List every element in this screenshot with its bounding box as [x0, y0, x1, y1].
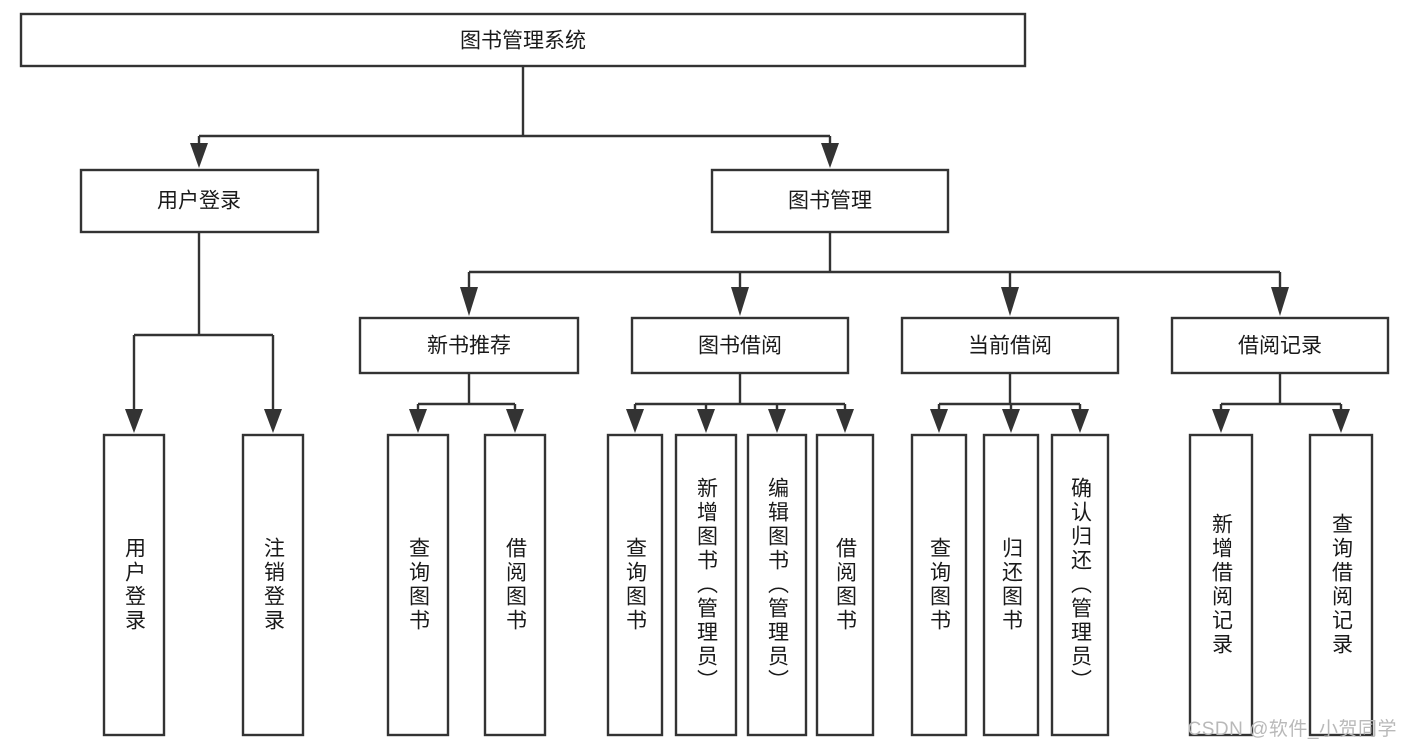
node-leaf-query-book-1-box[interactable] — [386, 433, 450, 737]
arrow-head-leaf-query-book-3 — [930, 409, 948, 433]
arrow-head-user-login — [190, 143, 208, 168]
watermark-text: CSDN @软件_小贺同学 — [1187, 719, 1397, 740]
arrow-head-book-manage — [821, 143, 839, 168]
arrow-head-leaf-add-record — [1212, 409, 1230, 433]
node-current-borrow[interactable]: 当前借阅 — [900, 316, 1120, 375]
node-book-manage-label: 图书管理 — [788, 190, 872, 213]
node-user-login[interactable]: 用户登录 — [79, 168, 320, 234]
connector-group-book-borrow — [626, 373, 854, 433]
arrow-head-leaf-confirm-return — [1071, 409, 1089, 433]
node-new-book-rec-label: 新书推荐 — [427, 335, 511, 358]
arrow-head-new-book-rec — [460, 287, 478, 316]
node-root-box[interactable] — [19, 12, 1027, 68]
arrow-head-leaf-edit-book — [768, 409, 786, 433]
node-root[interactable]: 图书管理系统 — [19, 12, 1027, 68]
connector-group-user-login — [125, 232, 282, 433]
node-leaf-user-login-box[interactable] — [102, 433, 166, 737]
node-leaf-query-record-box[interactable] — [1308, 433, 1374, 737]
node-leaf-query-book-3-box[interactable] — [910, 433, 968, 737]
arrow-head-leaf-logout — [264, 409, 282, 433]
arrow-head-leaf-query-record — [1332, 409, 1350, 433]
arrow-head-leaf-borrow-book-1 — [506, 409, 524, 433]
arrow-head-leaf-user-login — [125, 409, 143, 433]
node-leaf-confirm-return-box[interactable] — [1050, 433, 1110, 737]
node-current-borrow-box[interactable] — [900, 316, 1120, 375]
node-new-book-rec-box[interactable] — [358, 316, 580, 375]
connector-group-root — [190, 66, 839, 168]
arrow-head-leaf-query-book-1 — [409, 409, 427, 433]
node-leaf-add-book-box[interactable] — [674, 433, 738, 737]
arrow-head-leaf-return-book — [1002, 409, 1020, 433]
arrow-head-leaf-query-book-2 — [626, 409, 644, 433]
node-borrow-record-label: 借阅记录 — [1238, 335, 1322, 358]
node-book-manage[interactable]: 图书管理 — [710, 168, 950, 234]
node-leaf-logout-box[interactable] — [241, 433, 305, 737]
node-leaf-return-book-box[interactable] — [982, 433, 1040, 737]
arrow-head-leaf-add-book — [697, 409, 715, 433]
connector-group-borrow-record — [1212, 373, 1350, 433]
node-borrow-record-box[interactable] — [1170, 316, 1390, 375]
connector-group-current-borrow — [930, 373, 1089, 433]
connector-group-new-book-rec — [409, 373, 524, 433]
node-leaf-borrow-book-1-box[interactable] — [483, 433, 547, 737]
node-book-borrow[interactable]: 图书借阅 — [630, 316, 850, 375]
node-book-borrow-box[interactable] — [630, 316, 850, 375]
arrow-head-book-borrow — [731, 287, 749, 316]
connector-group-book-manage — [460, 232, 1289, 316]
node-current-borrow-label: 当前借阅 — [968, 335, 1052, 358]
node-user-login-box[interactable] — [79, 168, 320, 234]
node-root-label: 图书管理系统 — [460, 30, 586, 53]
node-new-book-rec[interactable]: 新书推荐 — [358, 316, 580, 375]
arrow-head-borrow-record — [1271, 287, 1289, 316]
node-leaf-edit-book-box[interactable] — [746, 433, 808, 737]
node-user-login-label: 用户登录 — [157, 190, 241, 213]
node-leaf-add-record-box[interactable] — [1188, 433, 1254, 737]
node-leaf-query-book-2-box[interactable] — [606, 433, 664, 737]
node-book-manage-box[interactable] — [710, 168, 950, 234]
node-leaf-borrow-book-2-box[interactable] — [815, 433, 875, 737]
arrow-head-current-borrow — [1001, 287, 1019, 316]
node-book-borrow-label: 图书借阅 — [698, 335, 782, 358]
node-borrow-record[interactable]: 借阅记录 — [1170, 316, 1390, 375]
arrow-head-leaf-borrow-book-2 — [836, 409, 854, 433]
